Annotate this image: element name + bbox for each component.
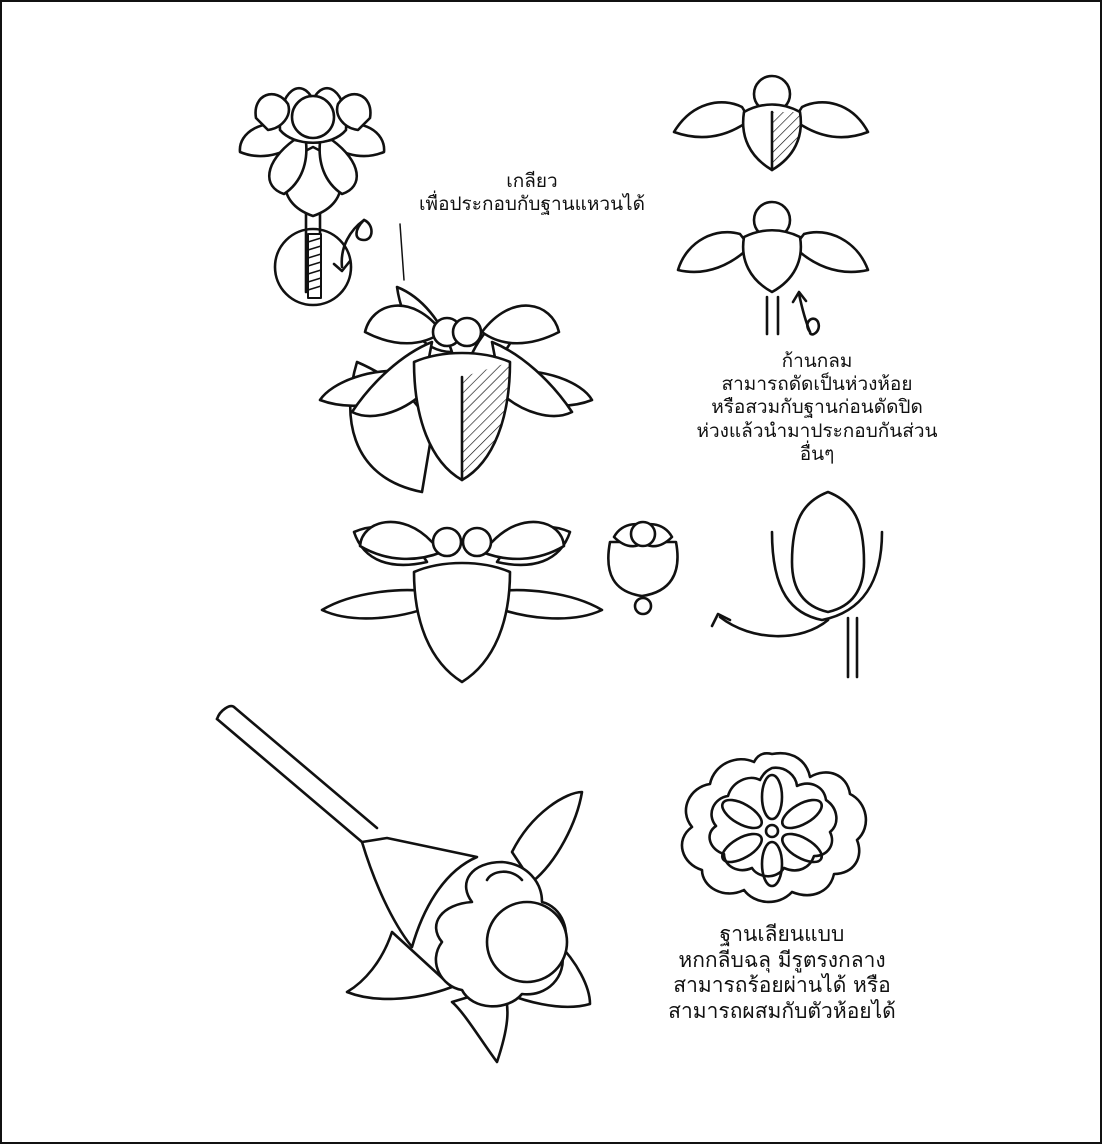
base-note: ฐานเลียนแบบ หกกลีบฉลุ มีรูตรงกลาง สามารถ…: [622, 922, 942, 1024]
thread-note: เกลียว เพื่อประกอบกับฐานแหวนได้: [382, 170, 682, 216]
stem-note-line-2: สามารถดัดเป็นห่วงห้อย: [652, 373, 982, 396]
base-note-title: ฐานเลียนแบบ: [622, 922, 942, 948]
outline-flower-sketch: [322, 522, 602, 682]
stem-note-line-4: ห่วงแล้วนำมาประกอบกันส่วน: [652, 420, 982, 443]
screw-flower-sketch: [240, 88, 404, 305]
base-note-line-3: สามารถร้อยผ่านได้ หรือ: [622, 973, 942, 999]
six-petal-base-sketch: [682, 753, 866, 902]
stem-note-title: ก้านกลม: [652, 350, 982, 373]
base-note-line-2: หกกลีบฉลุ มีรูตรงกลาง: [622, 948, 942, 974]
thread-note-title: เกลียว: [382, 170, 682, 193]
round-stem-piece-sketch: [678, 202, 868, 334]
stem-note: ก้านกลม สามารถดัดเป็นห่วงห้อย หรือสวมกับ…: [652, 350, 982, 466]
large-stem-flower-sketch: [217, 706, 590, 1062]
thread-note-text: เพื่อประกอบกับฐานแหวนได้: [382, 193, 682, 216]
assembly-sketch: [608, 492, 882, 677]
hatched-flower-sketch: [320, 287, 592, 492]
base-note-line-4: สามารถผสมกับตัวห้อยได้: [622, 999, 942, 1025]
stem-note-line-5: อื่นๆ: [652, 443, 982, 466]
stem-note-line-3: หรือสวมกับฐานก่อนดัดปิด: [652, 396, 982, 419]
three-lobe-hatched-sketch: [674, 76, 868, 170]
